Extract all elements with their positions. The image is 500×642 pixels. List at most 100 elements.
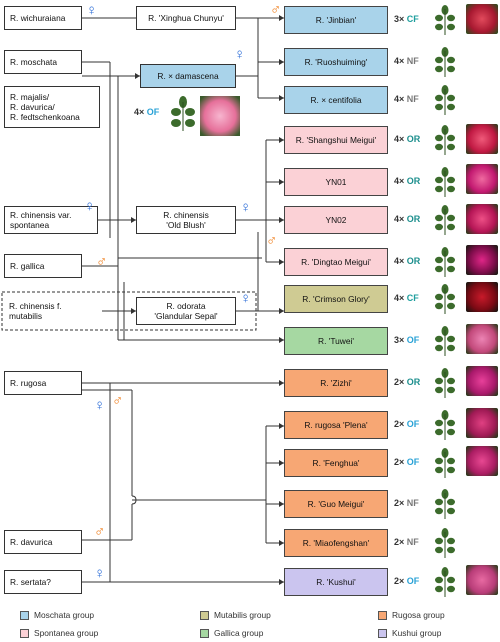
legend-kushui: Kushui group <box>378 628 441 638</box>
cultivar-label: R. 'Ruoshuiming' <box>304 57 368 67</box>
legend-swatch <box>378 628 387 638</box>
flower-code: OF <box>406 576 420 586</box>
leaf-icon <box>435 528 455 558</box>
cultivar-fenghua: R. 'Fenghua' <box>284 449 388 477</box>
species-gallica: R. gallica <box>4 254 82 278</box>
species-majalis-group: R. majalis/ R. davurica/ R. fedtschenkoa… <box>4 86 100 128</box>
leaf-icon <box>435 47 455 77</box>
legend-rugosa: Rugosa group <box>378 610 445 620</box>
cultivar-miaofengshan: R. 'Miaofengshan' <box>284 529 388 557</box>
cultivar-label: R. 'Guo Meigui' <box>307 499 365 509</box>
species-sertata: R. sertata? <box>4 570 82 594</box>
cultivar-ruoshuiming: R. 'Ruoshuiming' <box>284 48 388 76</box>
ploidy-label: 4× OR <box>394 256 420 266</box>
legend-mutabilis: Mutabilis group <box>200 610 271 620</box>
ploidy-label: 2× OF <box>394 576 419 586</box>
female-symbol: ♀ <box>94 397 106 414</box>
ploidy-label: 4× NF <box>394 56 419 66</box>
flower-code: OR <box>406 214 421 224</box>
ploidy-value: 3× <box>394 335 405 345</box>
flower-code: OF <box>406 335 420 345</box>
leaf-icon <box>435 247 455 277</box>
flower-code: OF <box>146 107 160 117</box>
male-symbol: ♂ <box>112 392 124 409</box>
ploidy-label: 2× NF <box>394 498 419 508</box>
cultivar-label: R. 'Jinbian' <box>315 15 357 25</box>
cultivar-label: R. 'Kushui' <box>316 577 356 587</box>
cultivar-kushui: R. 'Kushui' <box>284 568 388 596</box>
legend-gallica: Gallica group <box>200 628 263 638</box>
flower-code: OR <box>406 176 421 186</box>
ploidy-value: 2× <box>394 576 405 586</box>
leaf-icon <box>435 326 455 356</box>
ploidy-label: 4× OR <box>394 176 420 186</box>
cultivar-label: R. rugosa 'Plena' <box>304 420 368 430</box>
male-symbol: ♂ <box>270 1 282 18</box>
ploidy-label: 2× OR <box>394 377 420 387</box>
species-label: R. sertata? <box>10 577 51 587</box>
flower-code: NF <box>406 537 419 547</box>
species-label: R. moschata <box>10 57 58 67</box>
female-symbol: ♀ <box>94 565 106 582</box>
flower-photo <box>466 4 498 34</box>
flower-code: OF <box>406 419 420 429</box>
ploidy-label: 4× CF <box>394 293 419 303</box>
hybrid-label: R. 'Xinghua Chunyu' <box>148 13 224 23</box>
species-davurica: R. davurica <box>4 530 82 554</box>
ploidy-label: 3× CF <box>394 14 419 24</box>
female-symbol: ♀ <box>240 290 252 307</box>
legend-swatch <box>200 610 209 620</box>
flower-code: OR <box>406 134 421 144</box>
flower-photo <box>466 324 498 354</box>
leaf-icon <box>435 284 455 314</box>
flower-photo <box>466 124 498 154</box>
cultivar-label: R. 'Crimson Glory' <box>302 294 370 304</box>
species-label: R. davurica <box>10 537 53 547</box>
flower-code: OR <box>406 256 421 266</box>
cultivar-label: R. 'Miaofengshan' <box>302 538 370 548</box>
leaf-icon <box>435 410 455 440</box>
cultivar-tuwei: R. 'Tuwei' <box>284 327 388 355</box>
male-symbol: ♂ <box>96 253 108 270</box>
ploidy-value: 3× <box>394 14 405 24</box>
flower-photo <box>466 565 498 595</box>
ploidy-label: 4× OR <box>394 214 420 224</box>
leaf-icon <box>435 125 455 155</box>
legend-swatch <box>20 628 29 638</box>
flower-code: CF <box>406 14 419 24</box>
hybrid-label: R. × damascena <box>157 71 219 81</box>
flower-photo <box>466 408 498 438</box>
hybrid-label: R. chinensis 'Old Blush' <box>163 210 209 230</box>
hybrid-old-blush: R. chinensis 'Old Blush' <box>136 206 236 234</box>
female-symbol: ♀ <box>86 2 98 19</box>
female-symbol: ♀ <box>84 198 96 215</box>
species-label: R. rugosa <box>10 378 47 388</box>
cultivar-shangshui-meigui: R. 'Shangshui Meigui' <box>284 126 388 154</box>
cultivar-jinbian: R. 'Jinbian' <box>284 6 388 34</box>
ploidy-value: 2× <box>394 419 405 429</box>
ploidy-label: 2× NF <box>394 537 419 547</box>
female-symbol: ♀ <box>240 199 252 216</box>
hybrid-xinghua-chunyu: R. 'Xinghua Chunyu' <box>136 6 236 30</box>
flower-photo <box>466 164 498 194</box>
species-label: R. wichuraiana <box>10 13 66 23</box>
ploidy-value: 4× <box>394 134 405 144</box>
leaf-icon <box>435 5 455 35</box>
flower-photo <box>466 282 498 312</box>
ploidy-label: 4× OR <box>394 134 420 144</box>
species-wichuraiana: R. wichuraiana <box>4 6 82 30</box>
flower-code: NF <box>406 56 419 66</box>
cultivar-dingtao-meigui: R. 'Dingtao Meigui' <box>284 248 388 276</box>
cultivar-centifolia: R. × centifolia <box>284 86 388 114</box>
cultivar-zizhi: R. 'Zizhi' <box>284 369 388 397</box>
legend-label: Kushui group <box>392 628 442 638</box>
species-rugosa: R. rugosa <box>4 371 82 395</box>
female-symbol: ♀ <box>234 46 246 63</box>
leaf-icon <box>435 368 455 398</box>
legend-swatch <box>200 628 209 638</box>
cultivar-label: R. 'Fenghua' <box>312 458 360 468</box>
hybrid-damascena: R. × damascena <box>140 64 236 88</box>
ploidy-value: 4× <box>394 214 405 224</box>
legend-label: Spontanea group <box>34 628 99 638</box>
leaf-icon <box>435 85 455 115</box>
